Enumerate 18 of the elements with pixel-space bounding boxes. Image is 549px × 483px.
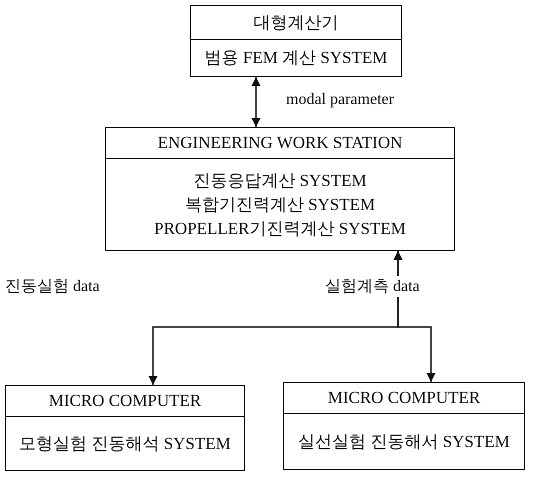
system-label: 복합기진력계산 SYSTEM — [184, 194, 376, 216]
arrow — [252, 77, 260, 127]
edge-label: modal parameter — [284, 91, 396, 109]
arrow — [394, 251, 436, 382]
edge-label: 실험계측 data — [323, 276, 422, 297]
box-heading: ENGINEERING WORK STATION — [106, 128, 454, 159]
system-box — [283, 382, 525, 470]
system-box — [105, 127, 455, 251]
system-label: 실선실험 진동해서 SYSTEM — [298, 430, 510, 452]
system-label: 범용 FEM 계산 SYSTEM — [204, 47, 388, 69]
box-heading: MICRO COMPUTER — [6, 386, 244, 417]
system-label: 모형실험 진동해석 SYSTEM — [19, 432, 231, 454]
box-heading: 대형계산기 — [191, 6, 401, 40]
box-heading: MICRO COMPUTER — [284, 383, 524, 414]
system-box — [190, 5, 402, 77]
system-label: 진동응답계산 SYSTEM — [193, 170, 367, 192]
system-label: PROPELLER기진력계산 SYSTEM — [154, 218, 406, 240]
system-box — [5, 385, 245, 471]
